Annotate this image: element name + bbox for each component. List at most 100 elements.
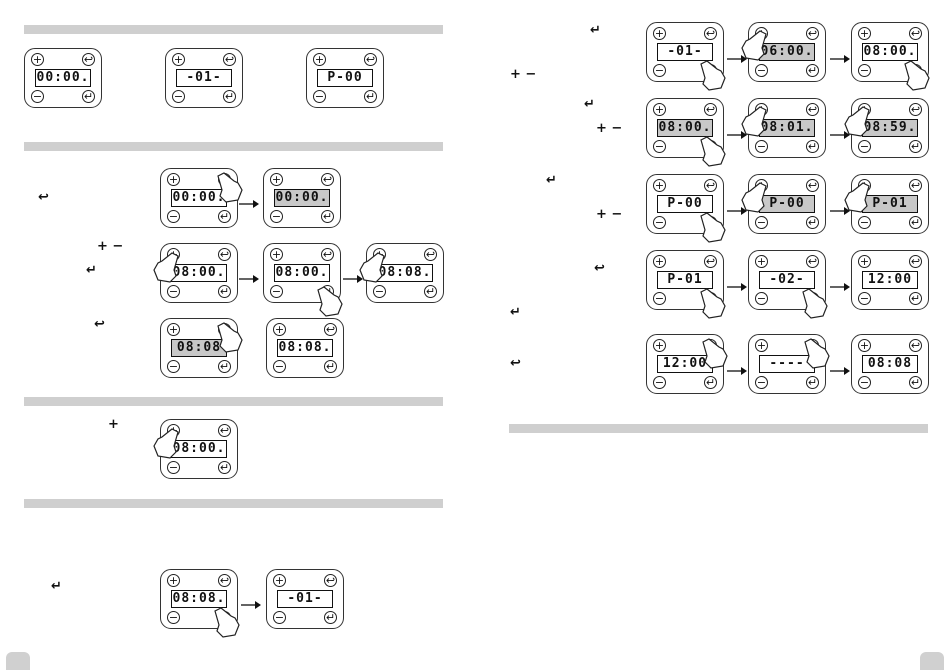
minus-icon: − [31,90,44,103]
back-icon: ↩ [704,103,717,116]
back-icon: ↩ [594,261,605,276]
enter-icon: ↵ [909,376,922,389]
enter-icon: ↵ [218,285,231,298]
plus-minus-icon: + − [510,67,537,82]
arrow-icon [727,124,747,139]
minus-icon: − [270,285,283,298]
arrow-icon [727,48,747,63]
lcd-display: 12:00 [862,271,918,289]
hand-pointer-icon [904,60,930,91]
enter-icon: ↵ [546,173,557,188]
back-icon: ↩ [909,103,922,116]
back-icon: ↩ [704,179,717,192]
minus-icon: − [755,292,768,305]
back-icon: ↩ [223,53,236,66]
minus-icon: − [273,360,286,373]
enter-icon: ↵ [51,579,62,594]
enter-icon: ↵ [909,140,922,153]
back-icon: ↩ [704,27,717,40]
plus-icon: + [313,53,326,66]
minus-icon: − [653,64,666,77]
lcd-display: 08:08. [377,264,433,282]
section-divider-3 [24,397,443,406]
plus-icon: + [273,574,286,587]
lcd-display: 12:00 [657,355,713,373]
arrow-icon [727,276,747,291]
hand-pointer-icon [804,338,830,369]
back-icon: ↩ [218,248,231,261]
hand-pointer-icon [741,182,767,213]
plus-icon: + [270,248,283,261]
control-panel: + ↩ P-00 − ↵ [748,174,826,234]
back-icon: ↩ [909,27,922,40]
back-icon: ↩ [424,248,437,261]
arrow-icon [830,200,850,215]
enter-icon: ↵ [364,90,377,103]
arrow-icon [830,48,850,63]
back-icon: ↩ [324,323,337,336]
back-icon: ↩ [321,248,334,261]
lcd-display: 00:00. [35,69,91,87]
enter-icon: ↵ [590,23,601,38]
minus-icon: − [858,140,871,153]
enter-icon: ↵ [223,90,236,103]
minus-icon: − [653,140,666,153]
hand-pointer-icon [741,106,767,137]
enter-icon: ↵ [806,140,819,153]
hand-pointer-icon [700,212,726,243]
plus-icon: + [167,173,180,186]
back-icon: ↩ [324,574,337,587]
control-panel: + ↩ -01- − ↵ [266,569,344,629]
plus-minus-icon: + − [97,239,124,254]
arrow-icon [830,360,850,375]
section-divider-2 [24,142,443,151]
minus-icon: − [653,376,666,389]
lcd-display: P-00 [657,195,713,213]
minus-icon: − [653,216,666,229]
lcd-display: 08:08. [277,339,333,357]
lcd-display: 08:00. [657,119,713,137]
hand-pointer-icon [153,252,179,283]
back-icon: ↩ [321,173,334,186]
lcd-display: 06:00. [759,43,815,61]
control-panel: + ↩ -01- − ↵ [165,48,243,108]
lcd-display: 08:59. [862,119,918,137]
minus-icon: − [373,285,386,298]
plus-icon: + [108,417,119,432]
minus-icon: − [755,216,768,229]
minus-icon: − [858,64,871,77]
plus-icon: + [167,574,180,587]
plus-icon: + [653,103,666,116]
plus-minus-icon: + − [596,121,623,136]
enter-icon: ↵ [324,360,337,373]
hand-pointer-icon [844,106,870,137]
minus-icon: − [755,64,768,77]
lcd-display: -01- [657,43,713,61]
hand-pointer-icon [844,182,870,213]
lcd-display: 08:00. [274,264,330,282]
lcd-display: P-00 [759,195,815,213]
plus-icon: + [273,323,286,336]
back-icon: ↩ [909,255,922,268]
lcd-display: -01- [277,590,333,608]
back-icon: ↩ [510,356,521,371]
minus-icon: − [755,140,768,153]
enter-icon: ↵ [806,64,819,77]
arrow-icon [241,594,261,609]
enter-icon: ↵ [704,376,717,389]
plus-icon: + [858,27,871,40]
arrow-icon [239,193,259,208]
lcd-display: 08:08 [171,339,227,357]
minus-icon: − [273,611,286,624]
arrow-icon [727,360,747,375]
enter-icon: ↵ [82,90,95,103]
minus-icon: − [755,376,768,389]
back-icon: ↩ [82,53,95,66]
arrow-icon [727,200,747,215]
enter-icon: ↵ [218,461,231,474]
plus-icon: + [31,53,44,66]
minus-icon: − [653,292,666,305]
minus-icon: − [167,461,180,474]
plus-icon: + [755,255,768,268]
minus-icon: − [858,292,871,305]
